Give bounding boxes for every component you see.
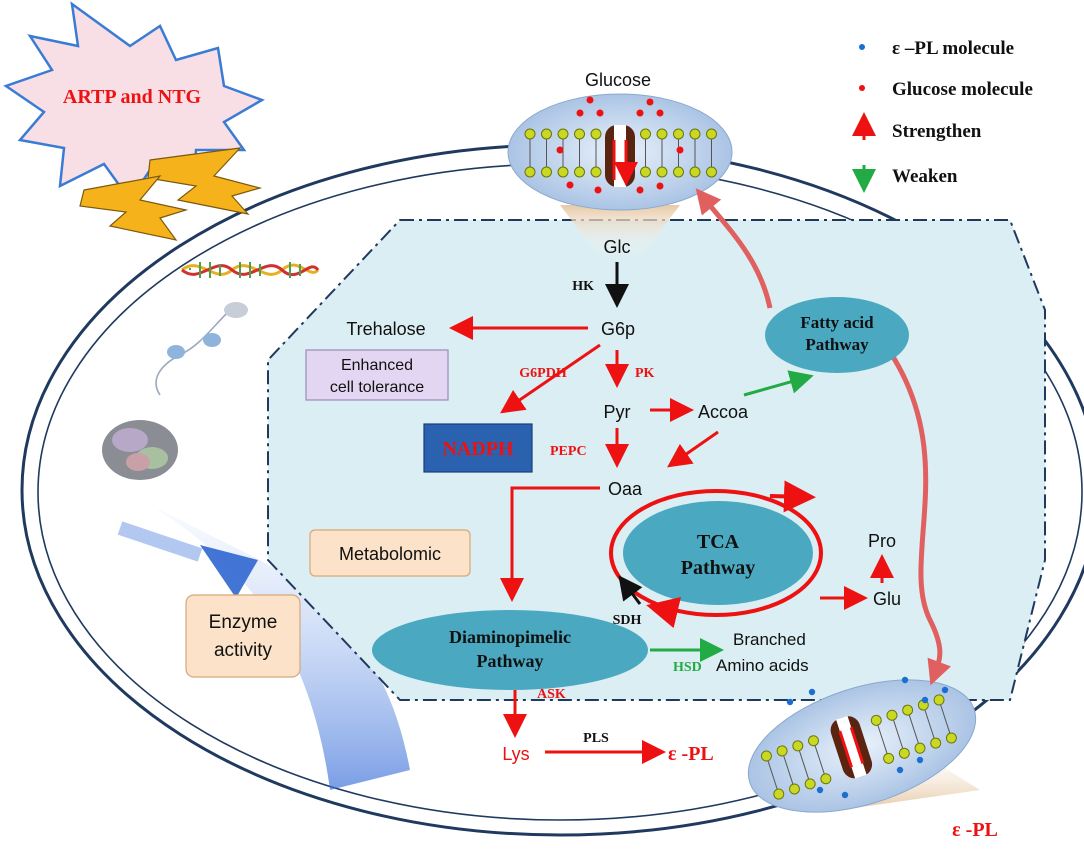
tca-cycle-ring: [609, 489, 823, 617]
sdh-arrow: [618, 575, 643, 605]
dap-line2: Pathway: [477, 651, 544, 671]
branched-line1: Branched: [733, 630, 806, 649]
tca-pathway-node: [623, 501, 813, 605]
pls-label: PLS: [583, 731, 609, 746]
hsd-label: HSD: [673, 660, 702, 675]
legend-weaken: Weaken: [892, 166, 958, 187]
pepc-label: PEPC: [550, 444, 587, 459]
glu-label: Glu: [873, 589, 901, 609]
branched-line2: Amino acids: [716, 656, 809, 675]
accoa-to-fatty-arrow: [743, 370, 814, 397]
nadph-box: [423, 423, 533, 473]
metabolomic-label: Metabolomic: [339, 544, 441, 564]
metabolic-region: [267, 219, 1046, 701]
ribosome-icon: [155, 302, 248, 396]
enzyme-activity-box: [185, 594, 301, 678]
enzyme-line1: Enzyme: [209, 612, 278, 633]
lys-label: Lys: [502, 744, 529, 764]
tca-line1: TCA: [697, 531, 740, 553]
pk-label: PK: [635, 366, 655, 381]
legend-glucose: Glucose molecule: [892, 79, 1033, 100]
sdh-label: SDH: [613, 613, 642, 628]
epl-product-label: ε -PL: [668, 743, 714, 765]
red-dot-icon: [859, 85, 865, 91]
g6pdh-label: G6PDH: [519, 366, 567, 381]
fatty-acid-pathway-node: [765, 297, 909, 373]
burst-label: ARTP and NTG: [63, 86, 202, 108]
tca-cycle-arrow: [646, 596, 682, 629]
trehalose-label: Trehalose: [346, 319, 425, 339]
dap-line1: Diaminopimelic: [449, 627, 571, 647]
diaminopimelic-pathway-node: [372, 610, 648, 690]
legend-strengthen: Strengthen: [892, 121, 982, 142]
glc-label: Glc: [604, 237, 631, 257]
oaa-label: Oaa: [608, 479, 643, 499]
g6p-label: G6p: [601, 319, 635, 339]
pro-label: Pro: [868, 531, 896, 551]
accoa-to-oaa-arrow: [667, 430, 719, 468]
metabolomic-box: [309, 529, 471, 577]
oaa-to-dap-arrow: [500, 486, 600, 602]
hk-label: HK: [572, 279, 594, 294]
blue-dot-icon: [859, 44, 865, 50]
accoa-label: Accoa: [698, 402, 749, 422]
fatty-to-secretion-arrow: [887, 350, 951, 686]
blue-swoosh-arrow: [150, 505, 410, 790]
blue-arrow-tail: [117, 521, 203, 562]
protein-structure-icon: [102, 420, 178, 480]
tca-line2: Pathway: [681, 557, 755, 579]
enhanced-line1: Enhanced: [341, 357, 413, 374]
blue-arrow-head-icon: [200, 545, 258, 598]
fatty-line2: Pathway: [805, 335, 869, 354]
epl-secreted-label: ε -PL: [952, 819, 998, 841]
ask-label: ASK: [537, 687, 566, 702]
enzyme-line2: activity: [214, 640, 273, 661]
glucose-label: Glucose: [585, 70, 651, 90]
dna-helix-icon: [181, 262, 320, 278]
lightning-bolt-icon: [79, 175, 189, 241]
pyr-label: Pyr: [604, 402, 631, 422]
g6p-to-nadph-arrow: [500, 343, 601, 414]
fatty-to-uptake-arrow: [695, 188, 773, 309]
enhanced-line2: cell tolerance: [330, 379, 424, 396]
fatty-line1: Fatty acid: [800, 313, 874, 332]
nadph-label: NADPH: [442, 438, 514, 460]
lightning-bolt-icon: [147, 147, 263, 215]
glucose-transporter-membrane: [507, 93, 733, 258]
legend-epl: ε –PL molecule: [892, 38, 1014, 59]
enhanced-tolerance-box: [305, 349, 449, 401]
tca-cycle-arrow: [769, 480, 816, 513]
epl-exporter-membrane: [747, 676, 980, 813]
